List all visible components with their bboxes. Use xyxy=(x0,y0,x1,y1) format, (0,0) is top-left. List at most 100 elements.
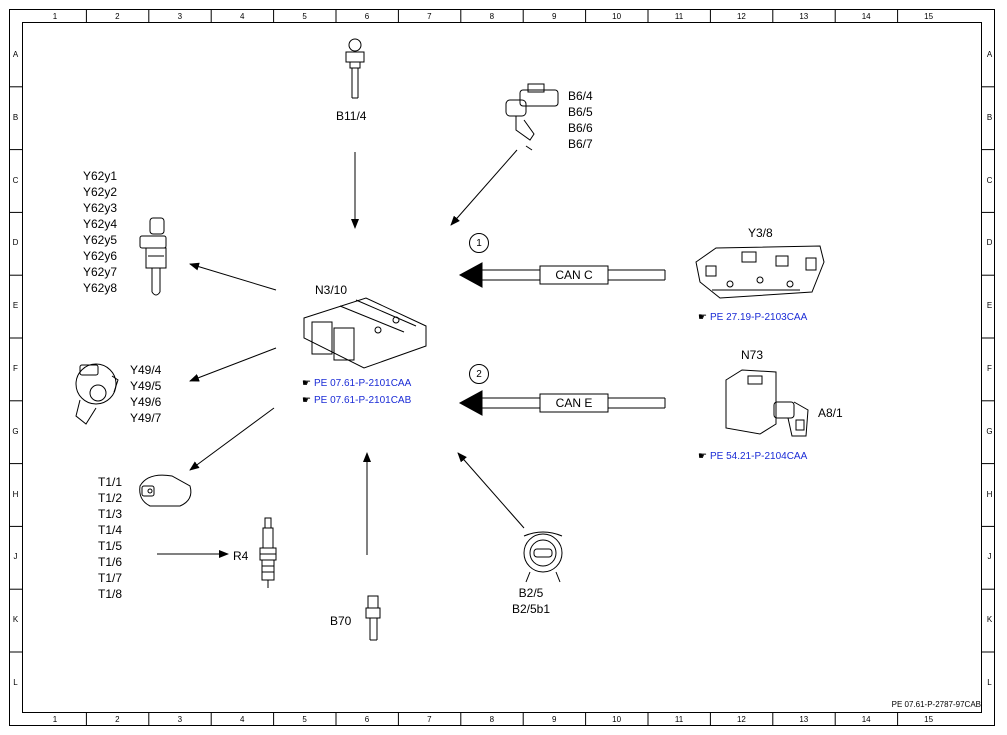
grid-row-label: E xyxy=(12,301,19,311)
y3-8-ref-link[interactable]: ☛PE 27.19-P-2103CAA xyxy=(698,312,808,323)
grid-column-label: 13 xyxy=(799,12,809,21)
y49-adjuster-drawing xyxy=(75,363,119,425)
y49-label: Y49/7 xyxy=(130,411,162,425)
grid-column-label: 5 xyxy=(302,715,307,724)
grid-row-label: G xyxy=(986,426,993,436)
grid-row-label: A xyxy=(12,50,19,59)
grid-column-label: 9 xyxy=(551,12,557,21)
grid-row-label: C xyxy=(12,175,19,185)
b11-4-sensor-drawing xyxy=(345,38,365,99)
b6-label: B6/5 xyxy=(568,105,593,119)
grid-column-label: 1 xyxy=(52,12,58,21)
bus-can-e xyxy=(458,390,666,416)
grid-row-label: G xyxy=(12,426,19,436)
y62-label: Y62y6 xyxy=(83,249,118,263)
grid-row-label: J xyxy=(13,552,18,562)
y62-label: Y62y8 xyxy=(83,281,118,295)
t1-label: T1/5 xyxy=(98,539,123,553)
y62-label-list: Y62y1 Y62y2 Y62y3 Y62y4 Y62y5 Y62y6 Y62y… xyxy=(83,168,117,296)
grid-column-label: 5 xyxy=(302,12,307,21)
grid-column-label: 14 xyxy=(861,12,871,21)
b6-label: B6/7 xyxy=(568,137,593,151)
t1-ignition-coil-drawing xyxy=(139,474,192,507)
n3-10-ref-link[interactable]: ☛PE 07.61-P-2101CAA xyxy=(302,378,412,389)
grid-column-label: 12 xyxy=(736,12,746,21)
t1-label: T1/1 xyxy=(98,475,123,489)
y62-injector-drawing xyxy=(139,217,167,296)
grid-row-label: H xyxy=(12,489,19,499)
grid-column-label: 10 xyxy=(612,715,622,724)
grid-column-label: 7 xyxy=(427,12,432,21)
grid-row-label: D xyxy=(12,238,19,248)
y49-label-list: Y49/4 Y49/5 Y49/6 Y49/7 xyxy=(130,362,161,426)
bus-can-c xyxy=(458,262,666,288)
b11-4-label: B11/4 xyxy=(336,109,367,123)
document-id: PE 07.61-P-2787-97CAB xyxy=(891,700,981,709)
arrow-b6 xyxy=(450,149,518,226)
grid-row-label: L xyxy=(987,678,992,687)
grid-column-label: 14 xyxy=(861,715,871,724)
b70-label: B70 xyxy=(330,614,352,628)
n3-10-ref-link[interactable]: ☛PE 07.61-P-2101CAB xyxy=(302,395,412,406)
arrow-y49 xyxy=(189,347,277,382)
grid-column-label: 2 xyxy=(115,12,120,21)
b6-label-list: B6/4 B6/5 B6/6 B6/7 xyxy=(568,88,593,152)
bus-number-1: 1 xyxy=(469,233,489,253)
grid-row-label: B xyxy=(12,112,19,122)
n73-ref-link[interactable]: ☛PE 54.21-P-2104CAA xyxy=(698,451,808,462)
bus-number-2: 2 xyxy=(469,364,489,384)
y3-8-label: Y3/8 xyxy=(748,226,773,240)
b6-sensor-drawing xyxy=(505,83,559,151)
t1-label-list: T1/1 T1/2 T1/3 T1/4 T1/5 T1/6 T1/7 T1/8 xyxy=(98,474,122,602)
a8-1-label: A8/1 xyxy=(818,406,843,420)
outer-frame xyxy=(9,9,995,726)
grid-row-label: B xyxy=(986,112,993,122)
grid-column-label: 9 xyxy=(551,715,557,724)
grid-column-label: 7 xyxy=(427,715,432,724)
grid-column-label: 2 xyxy=(115,715,120,724)
b2-label: B2/5 xyxy=(518,586,544,600)
grid-column-label: 3 xyxy=(177,715,183,724)
y62-label: Y62y2 xyxy=(83,185,118,199)
grid-column-label: 6 xyxy=(364,12,370,21)
grid-column-label: 15 xyxy=(924,715,934,724)
grid-column-label: 10 xyxy=(612,12,622,21)
grid-row-label: A xyxy=(986,50,993,59)
grid-column-label: 15 xyxy=(924,12,934,21)
grid-column-label: 4 xyxy=(239,12,245,21)
n73-label: N73 xyxy=(741,348,764,362)
grid-row-label: D xyxy=(986,238,993,248)
grid-row-label: K xyxy=(986,615,993,625)
y62-label: Y62y5 xyxy=(83,233,118,247)
grid-column-label: 13 xyxy=(799,715,809,724)
grid-column-label: 11 xyxy=(674,715,684,724)
n3-10-ecu-drawing xyxy=(303,297,427,369)
grid-column-label: 11 xyxy=(674,12,684,21)
can-c-label: CAN C xyxy=(555,268,593,282)
arrow-y62 xyxy=(189,262,277,291)
r4-label: R4 xyxy=(233,549,249,563)
y3-8-valve-plate-drawing xyxy=(695,245,825,299)
t1-label: T1/6 xyxy=(98,555,123,569)
y62-label: Y62y1 xyxy=(83,169,118,183)
grid-row-label: J xyxy=(987,552,992,562)
inner-frame xyxy=(22,22,982,713)
y62-label: Y62y4 xyxy=(83,217,118,231)
grid-column-label: 8 xyxy=(489,715,495,724)
b6-label: B6/4 xyxy=(568,89,593,103)
grid-column-label: 12 xyxy=(736,715,746,724)
grid-row-label: E xyxy=(986,301,993,311)
arrow-t1 xyxy=(189,407,275,471)
t1-label: T1/3 xyxy=(98,507,123,521)
hand-pointer-icon: ☛ xyxy=(302,378,311,389)
y62-label: Y62y7 xyxy=(83,265,118,279)
grid-column-label: 8 xyxy=(489,12,495,21)
y49-label: Y49/5 xyxy=(130,379,162,393)
b70-sensor-drawing xyxy=(365,595,381,641)
t1-label: T1/7 xyxy=(98,571,123,585)
grid-row-label: H xyxy=(986,489,993,499)
b6-label: B6/6 xyxy=(568,121,593,135)
t1-label: T1/4 xyxy=(98,523,123,537)
